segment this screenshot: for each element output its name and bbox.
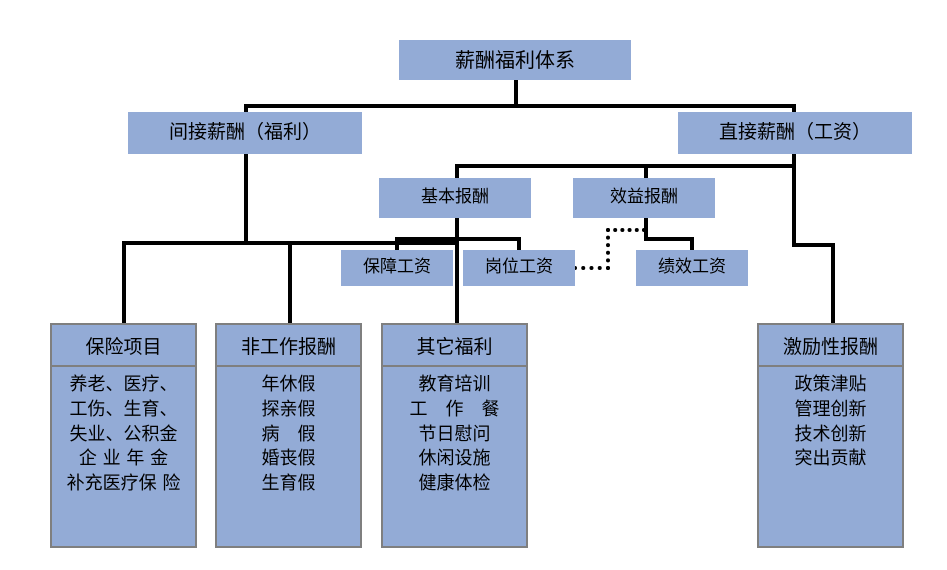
card-other-benefits[interactable]: 其它福利 教育培训 工 作 餐 节日慰问 休闲设施 健康体检 bbox=[381, 323, 528, 548]
list-item: 管理创新 bbox=[794, 398, 867, 420]
connector-to-insurance-card bbox=[122, 241, 126, 325]
connector-indirect-stem bbox=[244, 152, 248, 244]
list-item: 企 业 年 金 bbox=[78, 448, 169, 470]
list-item: 节日慰问 bbox=[418, 423, 491, 445]
node-basic-compensation[interactable]: 基本报酬 bbox=[379, 178, 531, 218]
connector-to-performance bbox=[644, 164, 648, 178]
node-guarantee-wage[interactable]: 保障工资 bbox=[341, 250, 453, 286]
list-item: 年休假 bbox=[261, 374, 316, 395]
list-item: 技术创新 bbox=[794, 423, 867, 445]
connector-root-stem bbox=[514, 78, 518, 106]
card-insurance-title: 保险项目 bbox=[52, 325, 195, 367]
connector-dotted-post-vertical bbox=[606, 228, 610, 270]
card-incentive-compensation-items: 政策津贴 管理创新 技术创新 突出贡献 bbox=[759, 367, 902, 546]
connector-to-indirect bbox=[244, 104, 248, 118]
card-non-work-compensation-title: 非工作报酬 bbox=[217, 325, 360, 367]
list-item: 工伤、生育、 bbox=[69, 398, 178, 420]
card-other-benefits-items: 教育培训 工 作 餐 节日慰问 休闲设施 健康体检 bbox=[383, 367, 526, 546]
connector-root-bus bbox=[246, 104, 796, 108]
list-item: 休闲设施 bbox=[418, 448, 491, 470]
connector-to-nonwork-card bbox=[288, 241, 292, 325]
card-other-benefits-title: 其它福利 bbox=[383, 325, 526, 367]
connector-direct-to-incentive-v1 bbox=[792, 164, 796, 245]
list-item: 工 作 餐 bbox=[409, 398, 500, 420]
connector-direct-stem bbox=[792, 152, 796, 166]
list-item: 失业、公积金 bbox=[69, 423, 178, 445]
connector-direct-bus bbox=[455, 164, 796, 168]
list-item: 探亲假 bbox=[261, 398, 316, 420]
list-item: 政策津贴 bbox=[794, 374, 867, 395]
node-merit-wage[interactable]: 绩效工资 bbox=[636, 250, 748, 286]
connector-direct-to-incentive-v2 bbox=[831, 243, 835, 325]
connector-direct-to-incentive-h bbox=[792, 243, 835, 247]
card-incentive-compensation[interactable]: 激励性报酬 政策津贴 管理创新 技术创新 突出贡献 bbox=[757, 323, 904, 548]
card-non-work-compensation-items: 年休假 探亲假 病 假 婚丧假 生育假 bbox=[217, 367, 360, 546]
list-item: 婚丧假 bbox=[261, 448, 316, 470]
node-root[interactable]: 薪酬福利体系 bbox=[399, 40, 631, 80]
list-item: 健康体检 bbox=[418, 473, 491, 495]
list-item: 生育假 bbox=[261, 473, 316, 495]
card-non-work-compensation[interactable]: 非工作报酬 年休假 探亲假 病 假 婚丧假 生育假 bbox=[215, 323, 362, 548]
connector-to-merit bbox=[690, 237, 694, 252]
connector-basic-stem bbox=[455, 218, 459, 240]
list-item: 突出贡献 bbox=[794, 448, 867, 470]
node-performance-compensation[interactable]: 效益报酬 bbox=[573, 178, 715, 218]
node-post-wage[interactable]: 岗位工资 bbox=[463, 250, 575, 286]
connector-to-guarantee bbox=[395, 237, 399, 252]
connector-basic-bus bbox=[395, 237, 521, 241]
connector-dotted-post-top bbox=[606, 228, 646, 232]
connector-dotted-post-horizontal bbox=[573, 266, 610, 270]
card-insurance-items: 养老、医疗、 工伤、生育、 失业、公积金 企 业 年 金 补充医疗保 险 bbox=[52, 367, 195, 546]
node-direct-compensation[interactable]: 直接薪酬（工资） bbox=[678, 112, 912, 154]
connector-performance-bus bbox=[644, 237, 694, 241]
card-insurance[interactable]: 保险项目 养老、医疗、 工伤、生育、 失业、公积金 企 业 年 金 补充医疗保 … bbox=[50, 323, 197, 548]
connector-to-basic bbox=[455, 164, 459, 178]
connector-to-otherbenefit-card bbox=[455, 241, 459, 325]
connector-to-direct bbox=[792, 104, 796, 118]
list-item: 教育培训 bbox=[418, 374, 491, 395]
connector-to-post bbox=[517, 237, 521, 252]
list-item: 补充医疗保 险 bbox=[66, 473, 181, 495]
node-indirect-compensation[interactable]: 间接薪酬（福利） bbox=[128, 112, 362, 154]
list-item: 养老、医疗、 bbox=[69, 374, 178, 395]
card-incentive-compensation-title: 激励性报酬 bbox=[759, 325, 902, 367]
connector-performance-stem bbox=[644, 218, 648, 240]
list-item: 病 假 bbox=[261, 423, 316, 445]
